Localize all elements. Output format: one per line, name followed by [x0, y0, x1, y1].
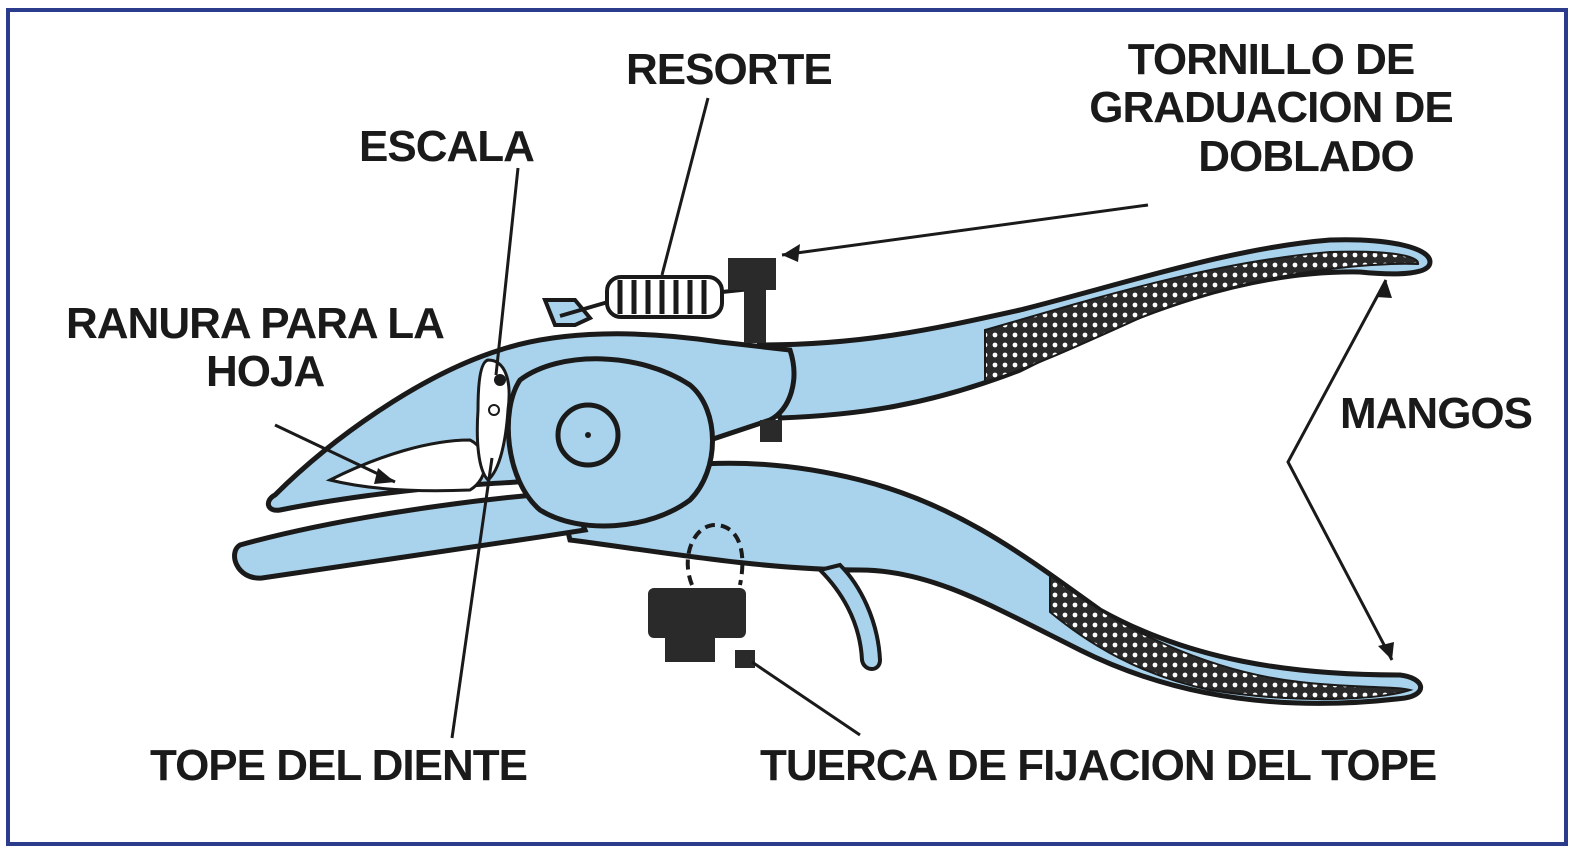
leader-tornillo	[781, 203, 1149, 257]
label-tornillo: TORNILLO DE GRADUACION DE DOBLADO	[1066, 35, 1476, 181]
stop-nut	[648, 588, 746, 638]
leader-ranura	[274, 423, 396, 484]
lower-handle	[557, 460, 1424, 706]
leader-mangos	[1286, 279, 1394, 661]
label-ranura-line1: RANURA PARA LA	[66, 299, 445, 348]
leader-escala	[494, 167, 520, 376]
label-tornillo-line1: TORNILLO DE	[1127, 35, 1415, 84]
label-ranura-line2: HOJA	[206, 347, 325, 397]
leader-resorte	[660, 97, 710, 276]
label-tuerca: TUERCA DE FIJACION DEL TOPE	[760, 741, 1437, 790]
graduation-screw-head	[728, 258, 776, 290]
label-tornillo-line3: DOBLADO	[1198, 131, 1414, 181]
label-escala: ESCALA	[359, 122, 535, 171]
leader-lines	[274, 97, 1394, 739]
lower-grip-texture	[1049, 572, 1414, 701]
label-tope-del-diente: TOPE DEL DIENTE	[150, 741, 528, 790]
leader-tuerca	[751, 660, 861, 737]
graduation-screw-shaft	[744, 288, 766, 343]
label-ranura: RANURA PARA LA HOJA	[66, 299, 445, 397]
label-resorte: RESORTE	[626, 45, 833, 94]
finger-hook	[816, 562, 883, 671]
upper-grip-texture	[984, 250, 1419, 384]
label-mangos: MANGOS	[1340, 389, 1533, 438]
lower-jaw	[232, 489, 589, 581]
leader-tope	[450, 457, 494, 739]
label-tornillo-line2: GRADUACION DE	[1089, 83, 1453, 133]
stop-wire	[685, 522, 745, 586]
